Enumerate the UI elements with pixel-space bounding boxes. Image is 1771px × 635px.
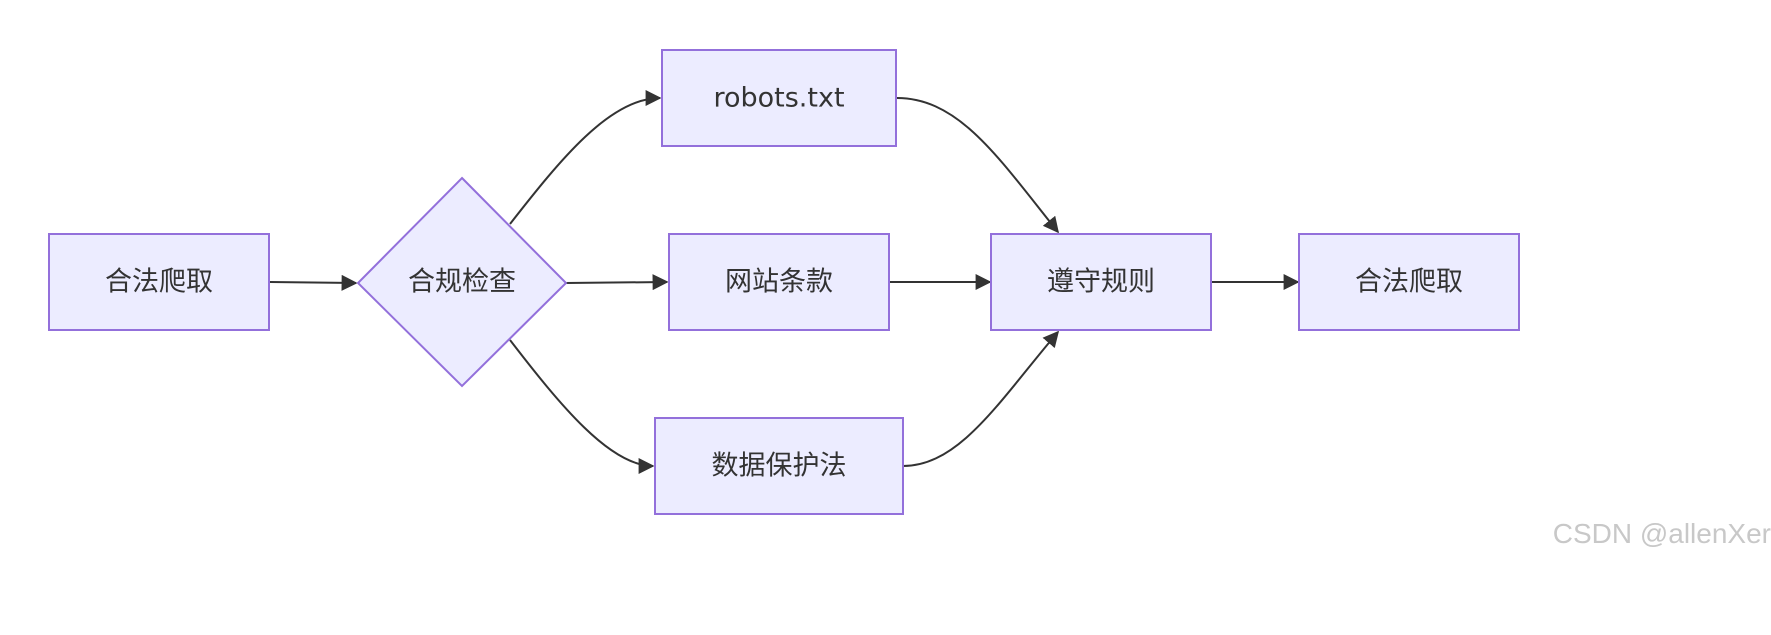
edge-check-to-dataprotect [509, 339, 655, 474]
node-check: 合规检查 [356, 176, 568, 388]
node-check-label: 合规检查 [408, 267, 516, 298]
node-dataprotect-box [654, 417, 904, 515]
node-start-label: 合法爬取 [105, 267, 213, 298]
edge-robots-to-follow [896, 97, 1060, 234]
watermark: CSDN @allenXer [1552, 518, 1771, 549]
node-robots-box [661, 49, 897, 147]
node-follow-label: 遵守规则 [1047, 267, 1155, 298]
edges [269, 90, 1300, 474]
node-end: 合法爬取 [1298, 233, 1520, 331]
node-start: 合法爬取 [48, 233, 270, 331]
edge-start-to-check [269, 274, 358, 291]
node-follow: 遵守规则 [990, 233, 1212, 331]
node-terms-box [668, 233, 890, 331]
node-robots-label: robots.txt [713, 83, 844, 114]
edge-check-to-robots [509, 90, 662, 225]
node-start-box [48, 233, 270, 331]
node-terms-label: 网站条款 [725, 267, 833, 298]
edge-check-to-terms [565, 274, 669, 291]
node-check-diamond [356, 176, 568, 388]
node-terms: 网站条款 [668, 233, 890, 331]
edge-dataprotect-to-follow [902, 330, 1060, 467]
node-end-box [1298, 233, 1520, 331]
node-dataprotect: 数据保护法 [654, 417, 904, 515]
node-follow-box [990, 233, 1212, 331]
node-dataprotect-label: 数据保护法 [712, 451, 847, 482]
node-end-label: 合法爬取 [1355, 267, 1463, 298]
node-robots: robots.txt [661, 49, 897, 147]
